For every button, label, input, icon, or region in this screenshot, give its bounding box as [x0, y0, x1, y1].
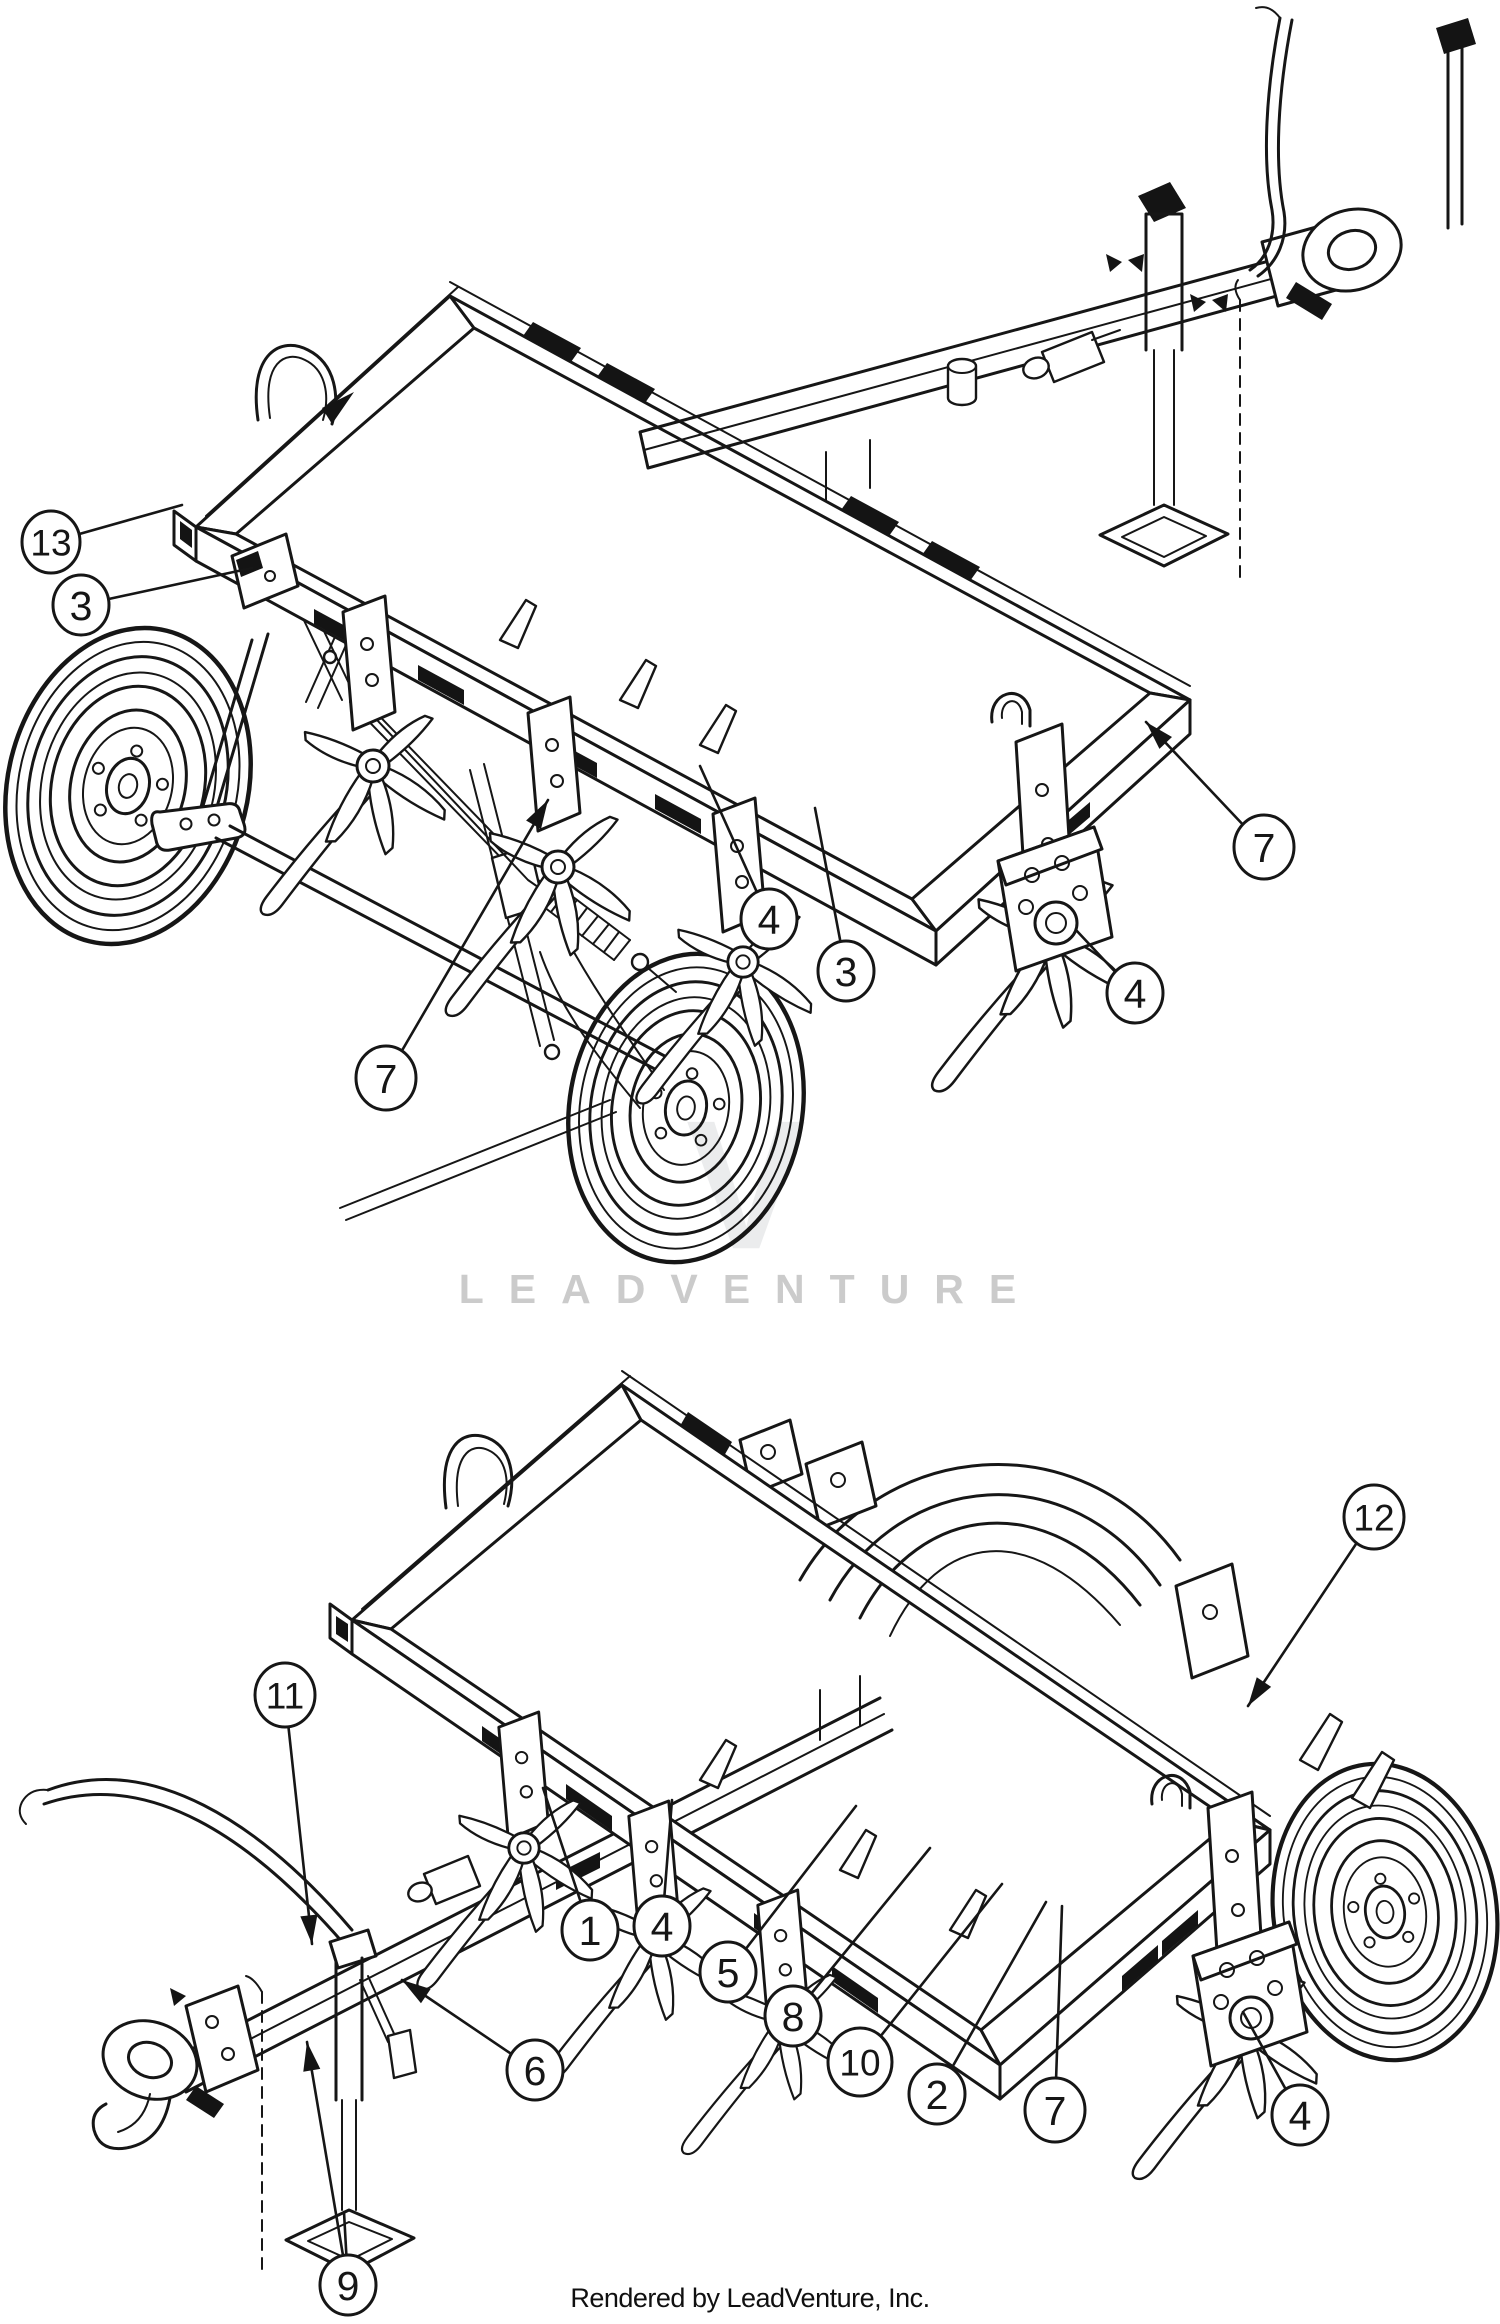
far-rail-tines [738, 1418, 1396, 1810]
leader-line [791, 1846, 932, 2018]
leader-line [858, 1882, 1004, 2064]
leader-arrowhead-icon [526, 800, 548, 830]
callout-circle [253, 1661, 317, 1729]
callout-4: 4 [632, 1798, 692, 1958]
callout-circle [20, 509, 82, 575]
callout-circle [816, 939, 876, 1003]
callout-8: 8 [763, 1846, 932, 2048]
leader-line [283, 1693, 314, 1946]
callout-circle [1270, 2083, 1330, 2147]
bottom-jack [284, 1928, 418, 2274]
callout-circle [505, 2038, 565, 2102]
leader-line [305, 2040, 350, 2287]
leader-arrowhead-icon [1146, 722, 1172, 749]
callout-7: 7 [1023, 1904, 1087, 2144]
axle-linkage [150, 605, 678, 1221]
callout-circle [907, 2062, 967, 2126]
leader-arrowhead-icon [402, 1980, 431, 2004]
callout-circle [1232, 813, 1296, 881]
jack-crank-post [1436, 18, 1476, 230]
callout-3: 3 [813, 806, 876, 1003]
callout-number: 4 [1289, 2093, 1312, 2139]
leader-arrowhead-icon [303, 2042, 321, 2072]
bottom-end-gearbox [1131, 1773, 1326, 2181]
leader-line [726, 1804, 858, 1974]
callout-12: 12 [1246, 1483, 1406, 1708]
leader-line [1053, 1904, 1064, 2112]
leader-arrowhead-icon [1248, 1677, 1272, 1706]
callout-4: 4 [1074, 928, 1165, 1025]
callout-circle [1342, 1483, 1406, 1551]
leader-arrowhead-icon [300, 1914, 318, 1944]
callout-number: 5 [717, 1950, 740, 1996]
leader-line [384, 798, 550, 1080]
handle-loop-icon [254, 343, 338, 426]
bottom-handle-loop-icon [443, 1433, 514, 1510]
callout-circle [763, 1984, 823, 2048]
callout-2: 2 [907, 1900, 1048, 2126]
callout-number: 13 [30, 523, 71, 564]
callout-13: 13 [20, 503, 184, 575]
footer-credit: Rendered by LeadVenture, Inc. [570, 2283, 930, 2313]
callout-1: 1 [541, 1786, 620, 1962]
callout-circle [560, 1898, 620, 1962]
hitch-clevis [1190, 6, 1403, 320]
callout-number: 7 [375, 1056, 398, 1102]
top-diagram [0, 6, 1476, 1281]
watermark-text: LEADVENTURE [458, 1266, 1042, 1312]
callout-number: 2 [926, 2072, 949, 2118]
callout-number: 8 [782, 1994, 805, 2040]
callout-number: 3 [835, 949, 858, 995]
callout-number: 7 [1253, 825, 1276, 871]
callout-number: 4 [1124, 971, 1147, 1017]
callout-number: 10 [839, 2043, 880, 2084]
clevis-hook [91, 1984, 260, 2151]
callout-number: 4 [758, 897, 781, 943]
callout-10: 10 [826, 1882, 1004, 2098]
bottom-tine-cluster [415, 1710, 988, 2156]
callout-number: 11 [266, 1676, 304, 1717]
callout-circle [51, 573, 111, 637]
callout-number: 7 [1044, 2088, 1067, 2134]
callout-circle [698, 1940, 758, 2004]
callout-4: 4 [1241, 2010, 1330, 2147]
callout-11: 11 [253, 1661, 318, 1946]
leader-line [935, 1900, 1048, 2096]
callout-4: 4 [698, 764, 799, 951]
callout-number: 4 [651, 1904, 674, 1950]
callout-7: 7 [1144, 720, 1296, 881]
jack [1098, 182, 1230, 568]
callout-circle [318, 2253, 378, 2317]
callout-circle [1023, 2076, 1087, 2144]
bottom-safety-chain [245, 1975, 263, 2271]
bottom-diagram [18, 1370, 1500, 2274]
callout-circle [1105, 961, 1165, 1025]
callout-number: 6 [524, 2048, 547, 2094]
callout-7: 7 [354, 798, 550, 1112]
callout-9: 9 [303, 2040, 378, 2317]
callout-circle [826, 2026, 894, 2098]
callout-circle [354, 1044, 418, 1112]
leader-line [1246, 1515, 1376, 1708]
callout-6: 6 [400, 1978, 565, 2102]
left-wheel-icon [0, 602, 283, 971]
callout-3: 3 [51, 566, 254, 637]
end-tine-gearbox [930, 691, 1135, 1093]
callout-number: 9 [337, 2263, 360, 2309]
callout-number: 1 [579, 1908, 602, 1954]
callout-number: 12 [1353, 1498, 1394, 1539]
callout-circle [739, 887, 799, 951]
callout-5: 5 [698, 1804, 858, 2004]
callout-number: 3 [70, 583, 93, 629]
callout-circle [632, 1894, 692, 1958]
safety-chain [1234, 279, 1241, 581]
tine-cluster [259, 594, 820, 1105]
